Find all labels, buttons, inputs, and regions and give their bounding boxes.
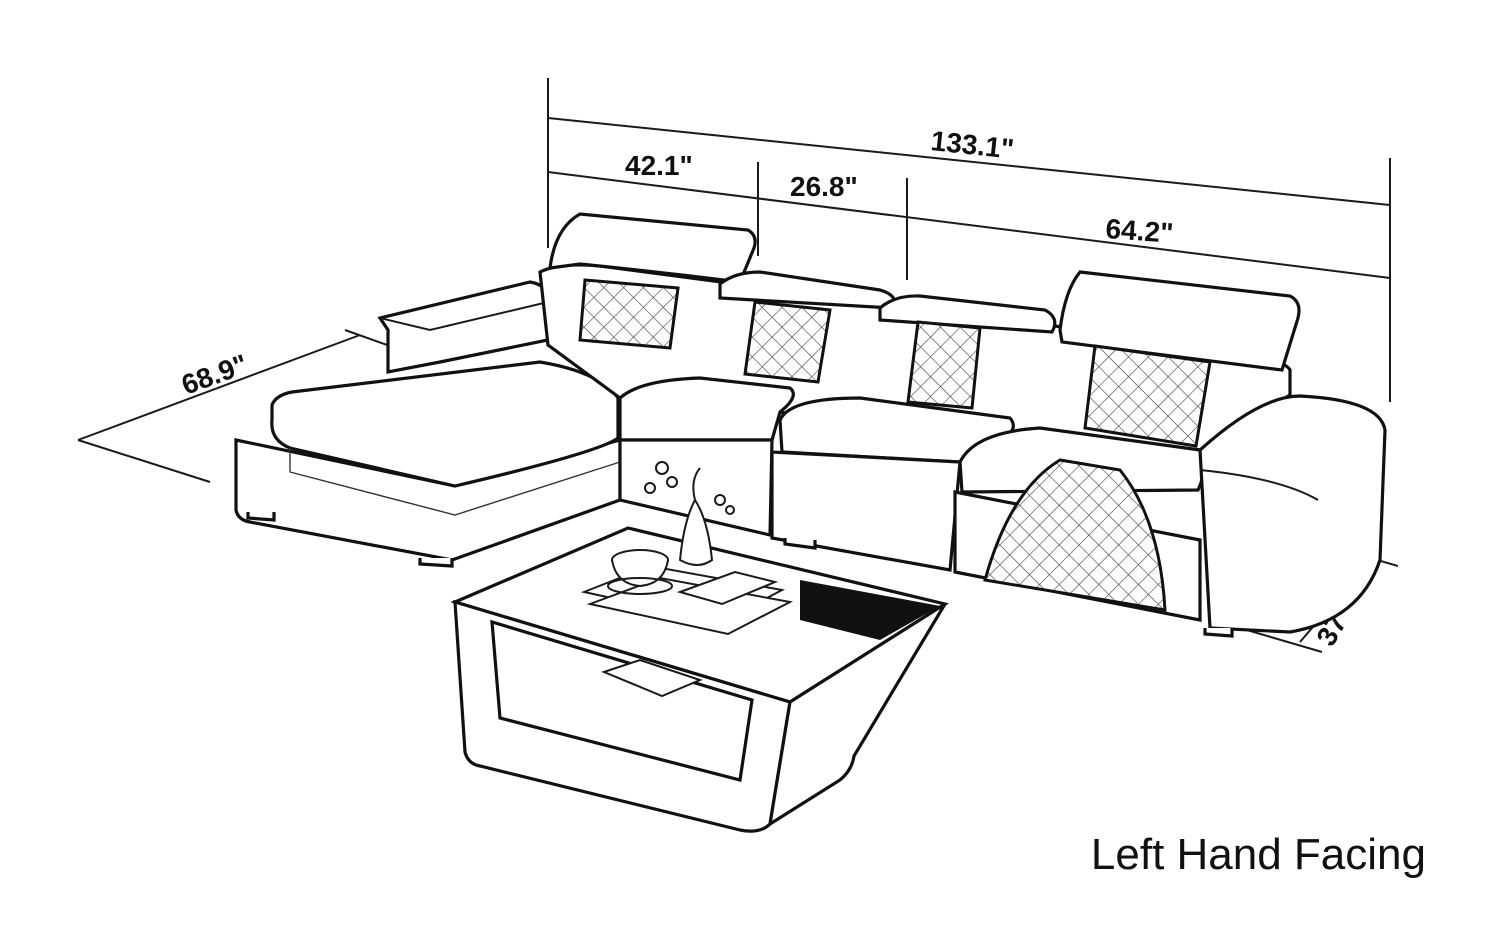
flower-2 (666, 476, 678, 488)
sectional-sofa (234, 212, 1387, 638)
chaise-leg-2 (418, 558, 454, 568)
table-tray-base (586, 576, 794, 636)
dimension-tick-depth-bottom (1239, 627, 1323, 653)
label-segment-right: 64.2" (1105, 213, 1175, 249)
dimension-tick-chaise-bottom (77, 439, 211, 483)
quilted-back-panel-2 (743, 300, 832, 384)
right-arm (1198, 394, 1387, 634)
quilted-back-panel-3 (906, 320, 982, 410)
dimension-labels: 133.1" 42.1" 26.8" 64.2" 68.9" 37" (177, 125, 1359, 651)
chaise-arm-top (379, 301, 549, 332)
right-arm-leg (1203, 628, 1234, 638)
chaise-leg-1 (246, 512, 276, 522)
dimension-tick-chaise-top (344, 329, 391, 347)
coffee-table-front (453, 599, 792, 833)
dimension-line-segments (547, 171, 1391, 279)
headrest-left (548, 212, 757, 284)
flower-3 (644, 482, 656, 494)
seat-cushion-1 (618, 376, 795, 442)
tray-book (676, 570, 779, 606)
shelf-book (601, 658, 703, 698)
right-arm-top-edge (1199, 469, 1319, 501)
flower-1 (655, 461, 669, 475)
flower-5 (725, 505, 735, 515)
seat-leg-1 (783, 538, 817, 550)
dimension-line-chaise-depth (77, 334, 361, 441)
chaise-cushion (270, 360, 620, 488)
label-chaise-depth: 68.9" (177, 348, 251, 400)
orientation-caption: Left Hand Facing (1090, 830, 1426, 879)
vase (678, 498, 714, 566)
coffee-table-side (767, 602, 947, 828)
coffee-table-glass-reflection (800, 580, 940, 640)
chaise-arm (377, 280, 550, 374)
quilted-back-panel-1 (578, 278, 680, 350)
headrest-right (1058, 270, 1301, 372)
label-segment-middle: 26.8" (790, 171, 858, 202)
recliner-front-panel (983, 458, 1167, 612)
seat-base-2 (770, 450, 962, 572)
coffee-table (450, 461, 950, 833)
teacup-saucer (607, 577, 673, 595)
flower-4 (714, 494, 726, 506)
chaise-cushion-edge (289, 448, 621, 516)
quilted-back-panel-4 (1083, 344, 1212, 448)
dimension-line-overall (547, 117, 1391, 206)
label-segment-left: 42.1" (625, 150, 693, 181)
vase-stem (692, 467, 701, 501)
